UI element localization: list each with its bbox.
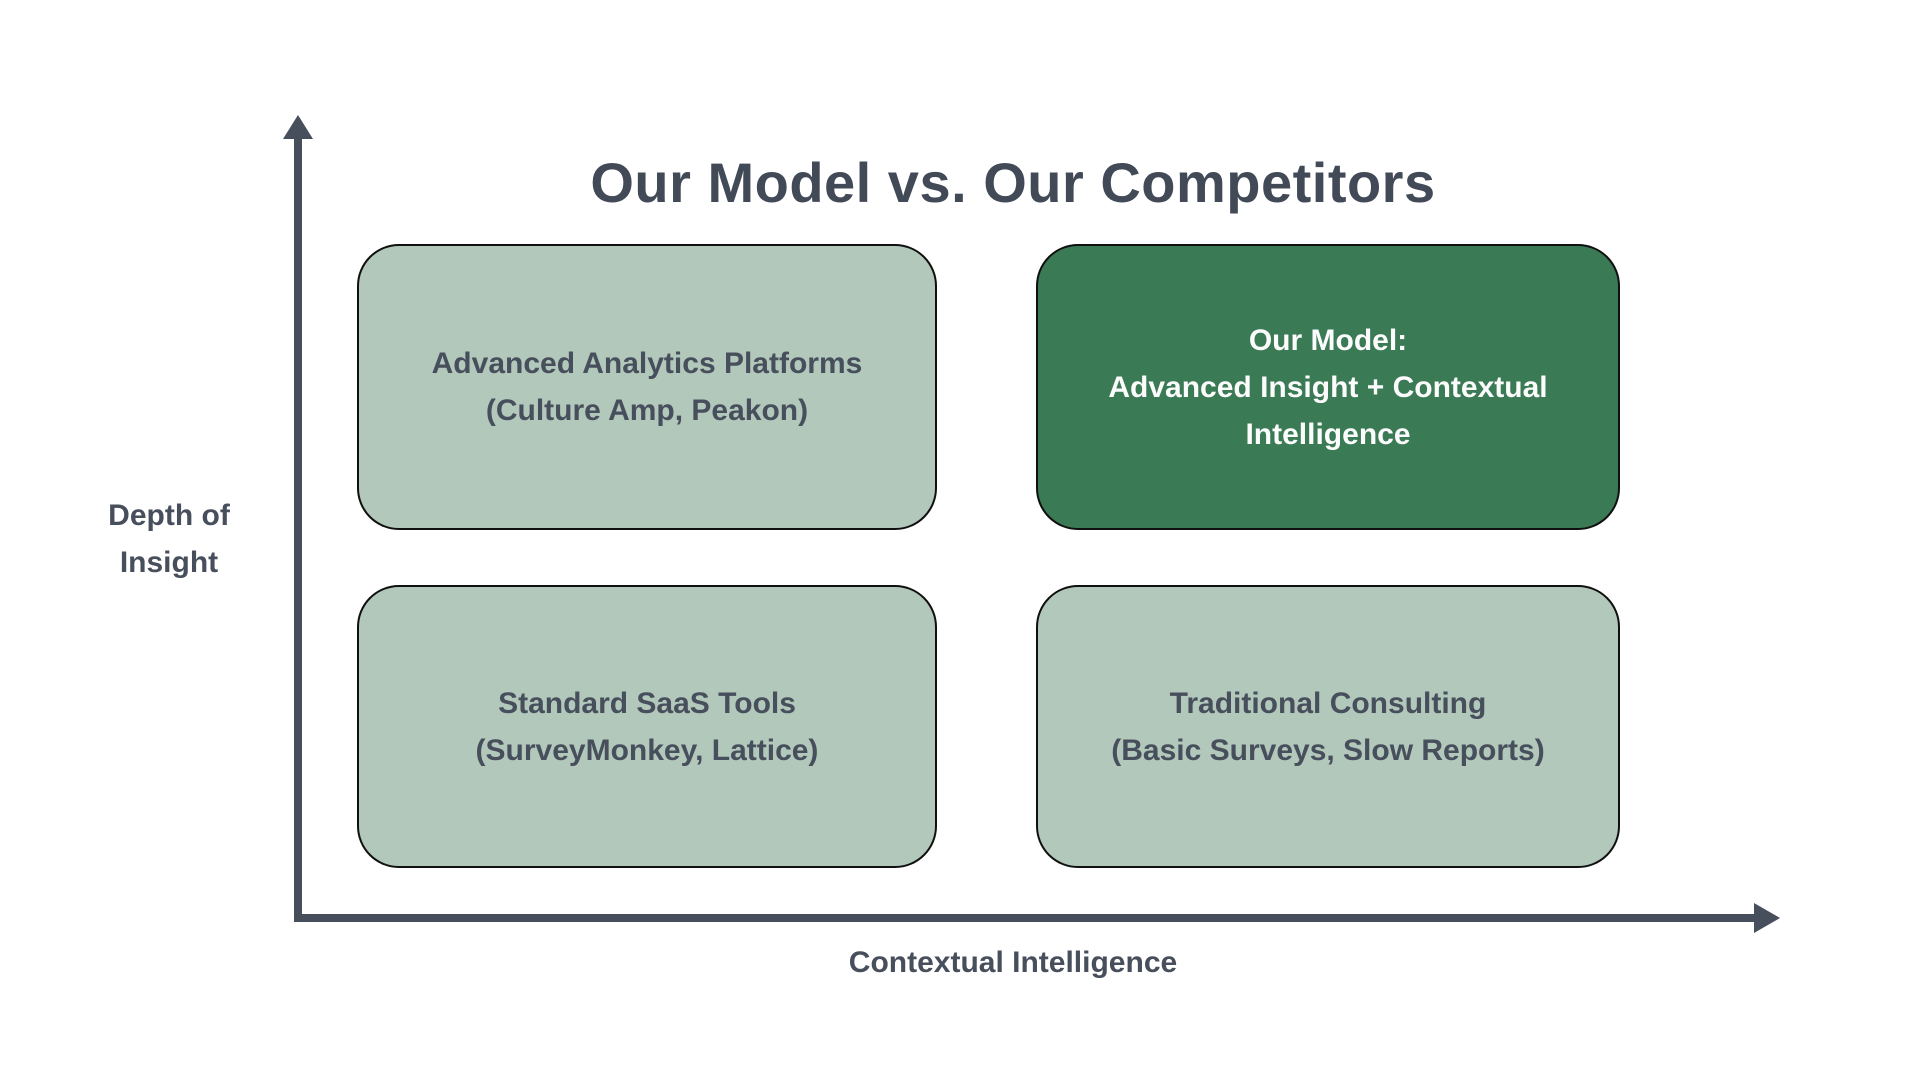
y-axis-label-line2: Insight	[119, 546, 219, 579]
quadrant-standard-saas-tools: Standard SaaS Tools (SurveyMonkey, Latti…	[357, 585, 937, 868]
quadrant-text-line: (SurveyMonkey, Lattice)	[475, 733, 819, 767]
y-axis-line	[294, 132, 302, 922]
quadrant-advanced-analytics-platforms: Advanced Analytics Platforms (Culture Am…	[357, 244, 937, 530]
quadrant-text-line: (Basic Surveys, Slow Reports)	[1111, 733, 1545, 767]
quadrant-text-line: Intelligence	[1245, 417, 1411, 451]
x-axis-line	[294, 914, 1756, 922]
x-axis-arrow-icon	[1754, 903, 1780, 933]
y-axis-label: Depth of Insight	[39, 492, 299, 586]
quadrant-text-line: Advanced Analytics Platforms	[431, 347, 863, 380]
quadrant-traditional-consulting: Traditional Consulting (Basic Surveys, S…	[1036, 585, 1620, 868]
x-axis-label: Contextual Intelligence	[848, 946, 1178, 979]
diagram-title: Our Model vs. Our Competitors	[590, 150, 1436, 214]
quadrant-text-line: Standard SaaS Tools	[498, 686, 796, 720]
quadrant-our-model: Our Model: Advanced Insight + Contextual…	[1036, 244, 1620, 530]
quadrant-text-line: (Culture Amp, Peakon)	[485, 394, 809, 427]
quadrant-text-line: Our Model:	[1248, 323, 1408, 357]
y-axis-label-line1: Depth of	[108, 499, 230, 532]
quadrant-text-line: Advanced Insight + Contextual	[1108, 370, 1548, 404]
quadrant-text-line: Traditional Consulting	[1169, 686, 1487, 720]
